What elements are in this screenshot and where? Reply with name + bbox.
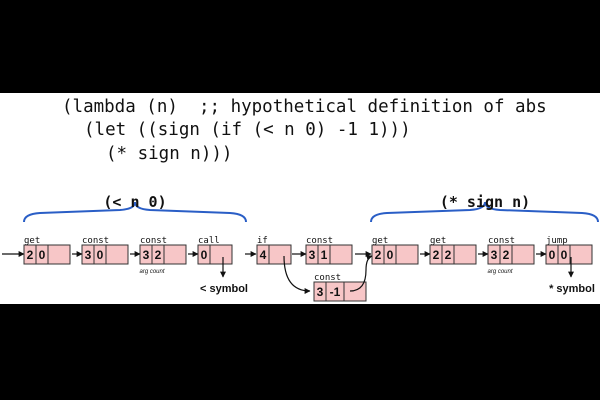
node-call: call 0 (197, 236, 233, 265)
node-next-cell (268, 244, 292, 265)
branch-node-const: const 3 -1 (313, 273, 367, 302)
node-next-cell (395, 244, 419, 265)
node-op-label: const (488, 236, 515, 246)
node-value: 2 (27, 248, 34, 262)
code-line-3: (* sign n))) (106, 144, 233, 164)
jump-target-label: * symbol (549, 283, 595, 295)
node-op-label: get (430, 236, 446, 246)
brace-left (23, 201, 247, 223)
node-op-label: jump (546, 236, 568, 246)
brace-right (370, 201, 599, 223)
node-value: 2 (155, 248, 162, 262)
node-note: arg count (139, 269, 164, 275)
code-line-2: (let ((sign (if (< n 0) -1 1))) (84, 120, 411, 140)
node-next-cell (105, 244, 129, 265)
node-value: 0 (201, 248, 208, 262)
branch-node-value: -1 (330, 285, 341, 299)
node-value: 3 (85, 248, 92, 262)
node-op-label: if (257, 236, 268, 246)
node-value: 3 (309, 248, 316, 262)
group-label-right: (* sign n) (440, 193, 530, 211)
node-next-cell (47, 244, 71, 265)
group-label-left: (< n 0) (103, 193, 166, 211)
branch-node-op-label: const (314, 273, 341, 283)
node-op-label: const (82, 236, 109, 246)
node-next-cell (453, 244, 477, 265)
node-next-cell (511, 244, 535, 265)
node-op-label: const (140, 236, 167, 246)
node-value: 2 (445, 248, 452, 262)
branch-down-arrow (283, 255, 311, 294)
node-value: 4 (260, 248, 267, 262)
node-value: 3 (491, 248, 498, 262)
diagram-panel (0, 93, 600, 304)
node-value: 3 (143, 248, 150, 262)
node-op-label: const (306, 236, 333, 246)
node-value: 2 (375, 248, 382, 262)
node-note: arg count (487, 269, 512, 275)
code-line-1: (lambda (n) ;; hypothetical definition o… (62, 97, 547, 117)
node-value: 0 (39, 248, 46, 262)
branch-up-arrow (349, 254, 373, 292)
node-op-label: call (198, 236, 220, 246)
node-value: 0 (97, 248, 104, 262)
node-value: 2 (503, 248, 510, 262)
node-op-label: get (24, 236, 40, 246)
node-next-cell (329, 244, 353, 265)
node-value: 2 (433, 248, 440, 262)
node-value: 0 (549, 248, 556, 262)
node-next-cell (163, 244, 187, 265)
node-value: 0 (561, 248, 568, 262)
node-next-cell (569, 244, 593, 265)
call-target-label: < symbol (200, 283, 248, 295)
node-value: 0 (387, 248, 394, 262)
node-next-cell (209, 244, 233, 265)
node-if: if 4 (256, 236, 292, 265)
branch-node-value: 3 (317, 285, 324, 299)
node-op-label: get (372, 236, 388, 246)
node-value: 1 (321, 248, 328, 262)
